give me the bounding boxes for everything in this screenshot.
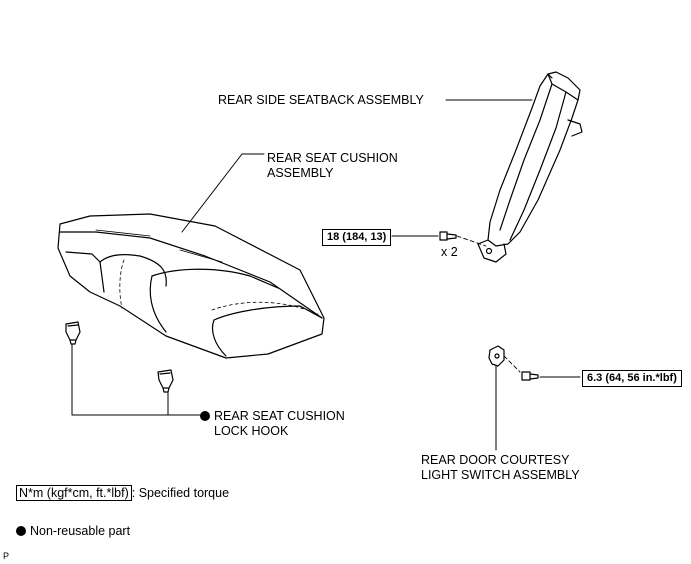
lock-hook-right-drawing xyxy=(157,369,174,393)
nonreusable-legend: Non-reusable part xyxy=(16,524,130,539)
rear-seat-cushion-label-line2: ASSEMBLY xyxy=(267,166,334,180)
leader-lines xyxy=(71,99,581,451)
torque-legend-desc: : Specified torque xyxy=(131,486,230,500)
lock-hook-label-line2: LOCK HOOK xyxy=(214,424,289,438)
nonreusable-dot-icon xyxy=(200,411,210,421)
corner-code: P xyxy=(3,551,10,561)
switch-screw-torque-box: 6.3 (64, 56 in.*lbf) xyxy=(582,370,682,387)
courtesy-switch-label-line1: REAR DOOR COURTESY xyxy=(421,453,570,467)
torque-legend: N*m (kgf*cm, ft.*lbf): Specified torque xyxy=(16,485,230,501)
seatback-bolt-drawing xyxy=(439,231,487,247)
rear-seat-cushion-drawing xyxy=(57,213,325,359)
nonreusable-legend-dot-icon xyxy=(16,526,26,536)
lock-hook-label-text: REAR SEAT CUSHION xyxy=(214,409,345,423)
rear-side-seatback-drawing xyxy=(477,71,583,263)
courtesy-switch-label-line2: LIGHT SWITCH ASSEMBLY xyxy=(421,468,580,482)
lock-hook-left-drawing xyxy=(65,321,81,345)
rear-seat-cushion-label-line1: REAR SEAT CUSHION xyxy=(267,151,398,165)
nonreusable-legend-desc: Non-reusable part xyxy=(30,524,131,538)
bolt-quantity-label: x 2 xyxy=(441,245,458,259)
seatback-bolt-torque-box: 18 (184, 13) xyxy=(322,229,392,246)
torque-legend-unit-box: N*m (kgf*cm, ft.*lbf) xyxy=(16,485,132,501)
courtesy-switch-drawing xyxy=(488,345,539,381)
lock-hook-label-line1: REAR SEAT CUSHION xyxy=(200,409,345,424)
rear-side-seatback-label: REAR SIDE SEATBACK ASSEMBLY xyxy=(218,93,424,107)
